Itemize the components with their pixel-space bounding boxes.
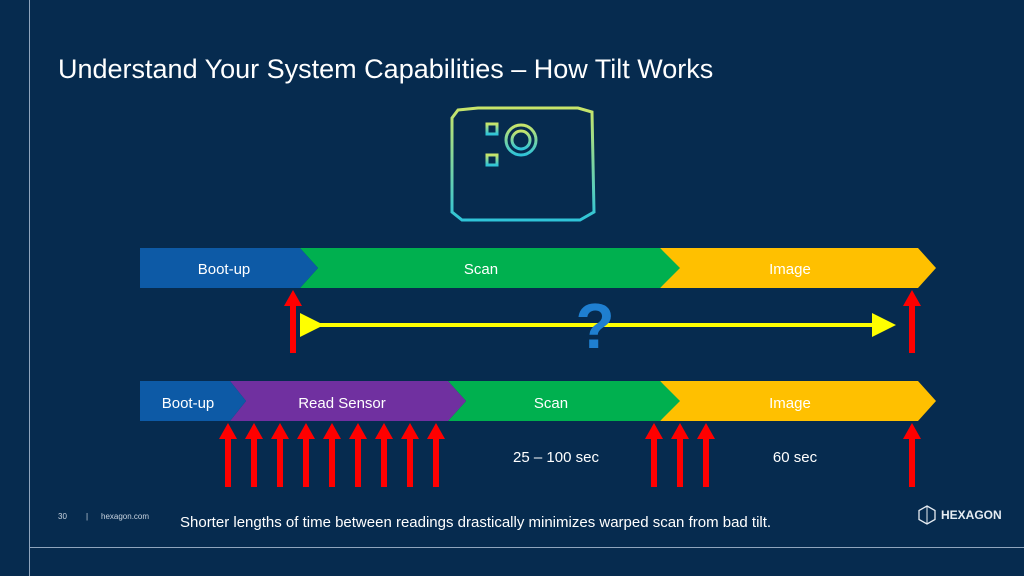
red-up-arrow (323, 423, 341, 487)
bottom-read-segment (230, 381, 466, 421)
red-up-arrow (271, 423, 289, 487)
red-up-arrow (427, 423, 445, 487)
red-up-arrow (297, 423, 315, 487)
scan-duration: 25 – 100 sec (513, 449, 599, 466)
red-up-arrow (671, 423, 689, 487)
top-boot-label: Boot-up (198, 261, 251, 278)
logo-text: HEXAGON (941, 508, 1002, 522)
footer-separator: | (86, 512, 89, 521)
scanner-icon (450, 100, 596, 234)
bottom-image-segment (660, 381, 936, 421)
bottom-image-label: Image (769, 395, 811, 412)
red-up-arrow (401, 423, 419, 487)
bottom-scan-label: Scan (534, 395, 568, 412)
red-up-arrow (245, 423, 263, 487)
page-number: 30 (58, 512, 67, 521)
bottom-read-label: Read Sensor (298, 395, 386, 412)
footer-site[interactable]: hexagon.com (101, 512, 150, 521)
caption: Shorter lengths of time between readings… (180, 514, 772, 531)
slide-title: Understand Your System Capabilities – Ho… (58, 54, 714, 84)
top-image-label: Image (769, 261, 811, 278)
top-image-segment (660, 248, 936, 288)
top-scan-segment (300, 248, 680, 288)
red-up-arrow (219, 423, 237, 487)
bottom-boot-segment (140, 381, 246, 421)
hexagon-logo: HEXAGON (917, 505, 1002, 525)
question-mark: ? (575, 290, 614, 362)
top-scan-label: Scan (464, 261, 498, 278)
red-up-arrow (903, 423, 921, 487)
top-boot-segment (140, 248, 318, 288)
red-up-arrow (349, 423, 367, 487)
bottom-rule (29, 547, 1024, 548)
top-reading-arrows (284, 290, 921, 353)
red-up-arrow (645, 423, 663, 487)
bottom-scan-segment (448, 381, 680, 421)
red-up-arrow (375, 423, 393, 487)
red-up-arrow (903, 290, 921, 353)
red-up-arrow (284, 290, 302, 353)
image-duration: 60 sec (773, 449, 818, 466)
bottom-reading-arrows (219, 423, 921, 487)
red-up-arrow (697, 423, 715, 487)
left-rule (29, 0, 30, 576)
bottom-boot-label: Boot-up (162, 395, 215, 412)
hexagon-logo-icon (918, 505, 936, 525)
